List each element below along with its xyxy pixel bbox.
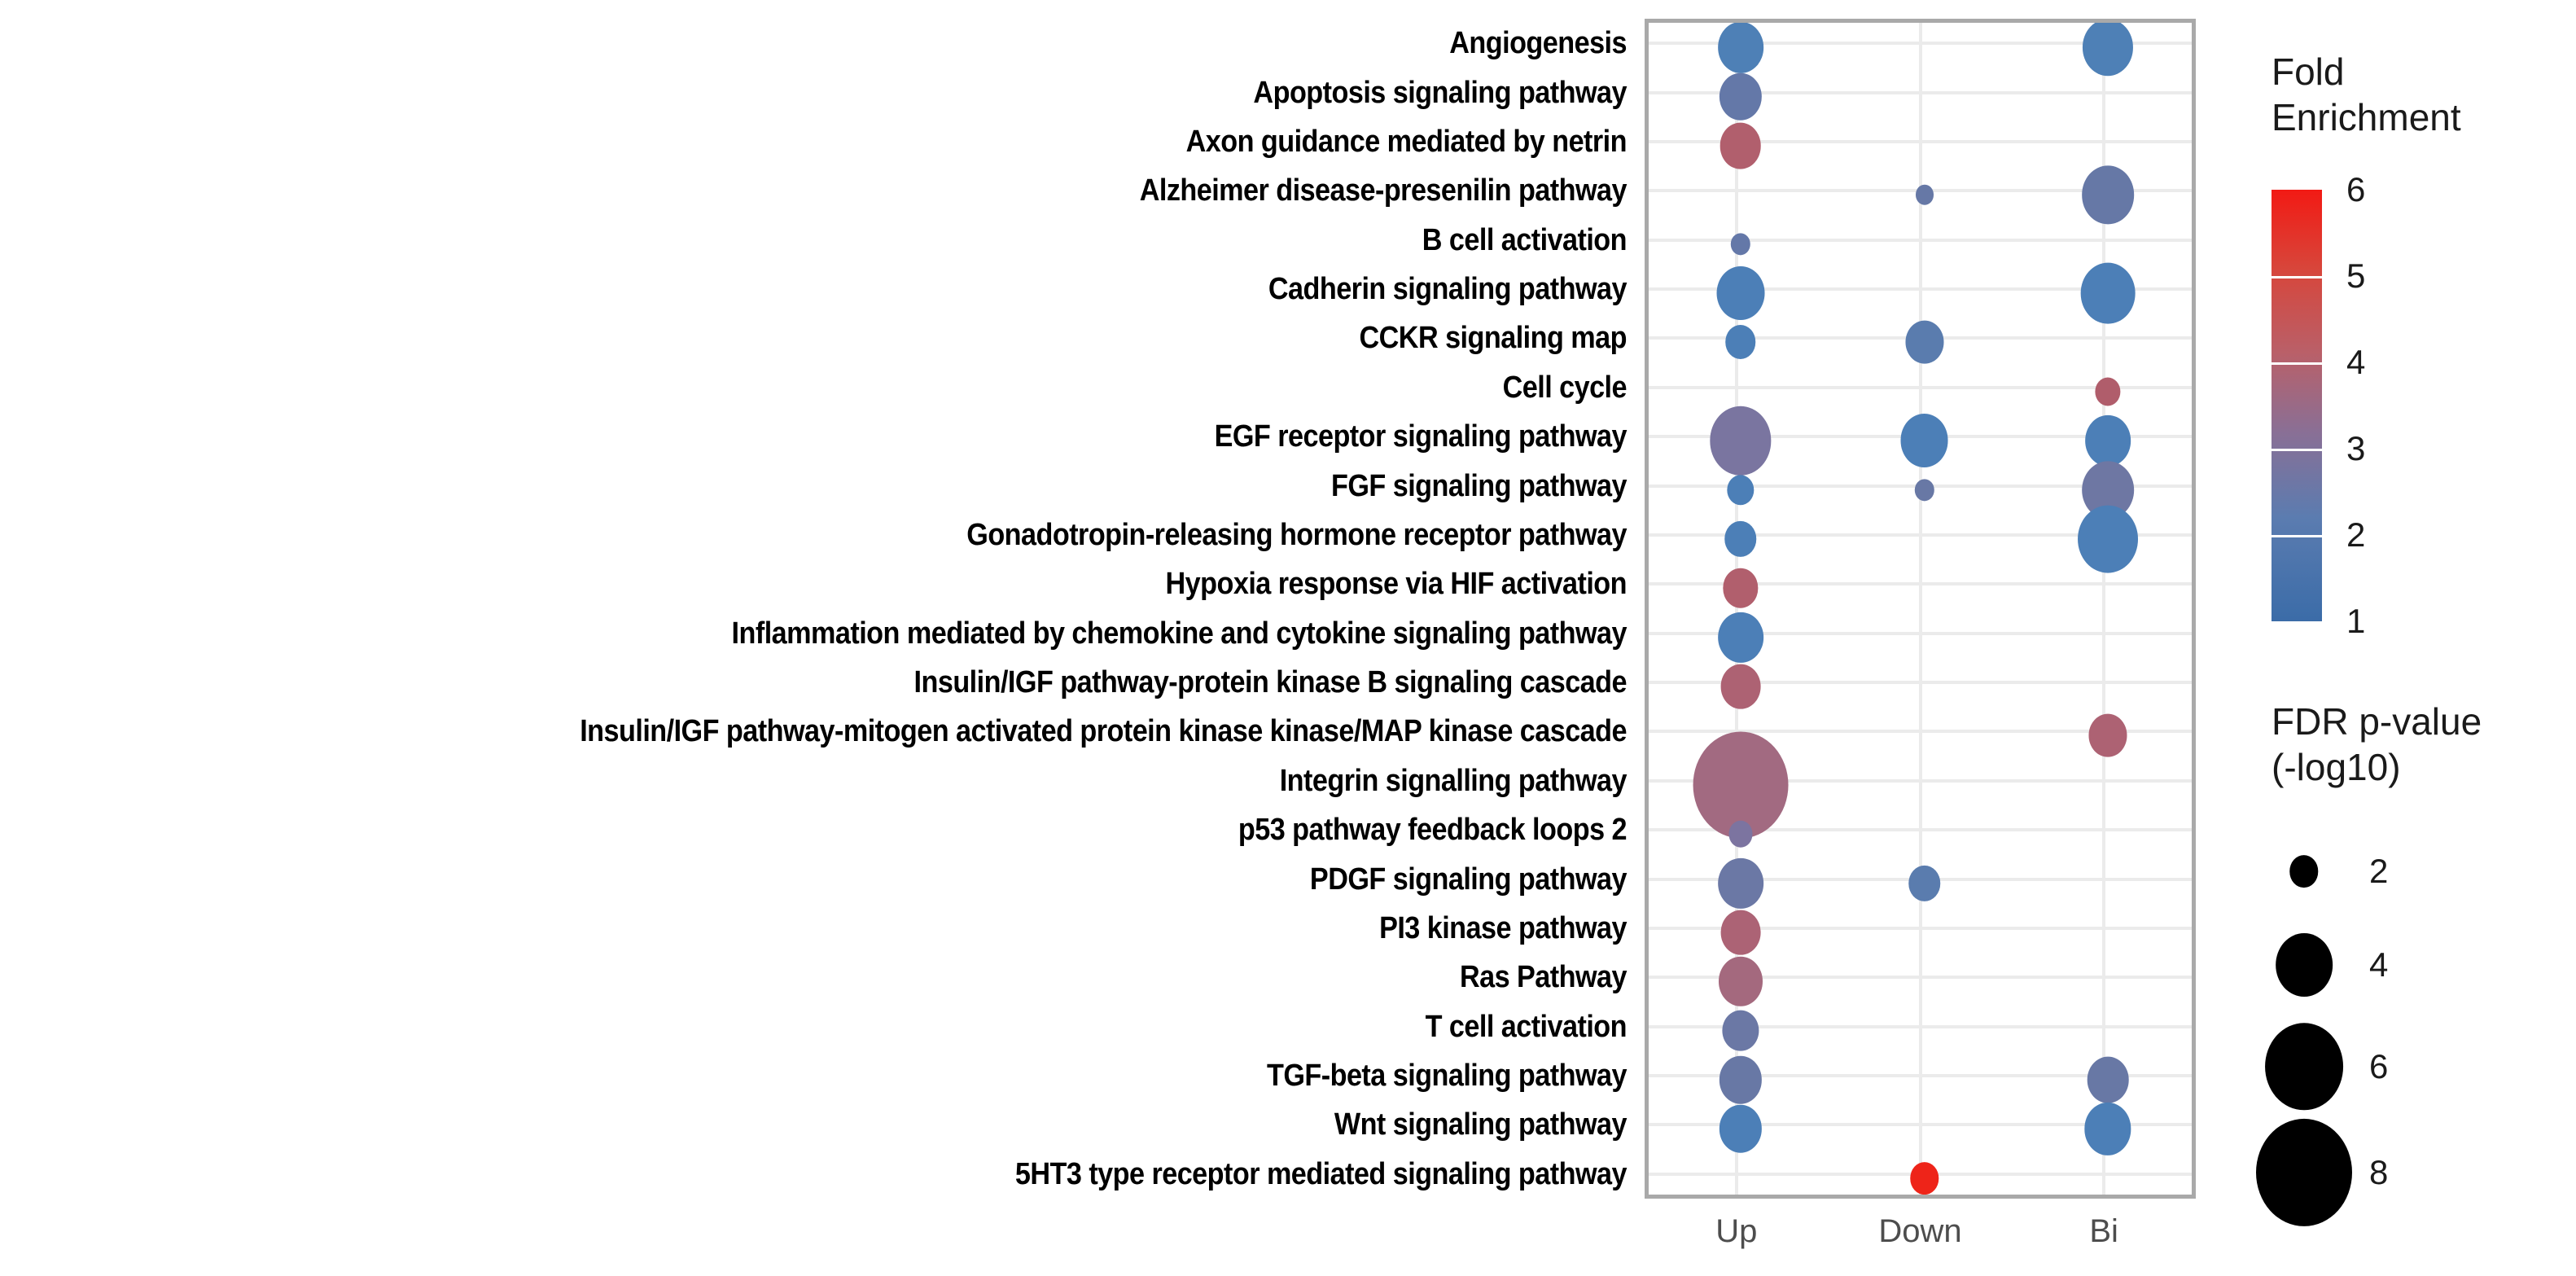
bubble-point: [2078, 505, 2139, 573]
bubble-point: [1693, 731, 1789, 839]
y-axis-label: Alzheimer disease-presenilin pathway: [1139, 173, 1628, 208]
fold-enrichment-title-line2: Enrichment: [2272, 96, 2461, 138]
y-axis-label: Gonadotropin-releasing hormone receptor …: [966, 517, 1627, 552]
y-axis-label: 5HT3 type receptor mediated signaling pa…: [1014, 1156, 1628, 1191]
fdr-legend-dot: [2256, 1118, 2352, 1227]
colorbar-tick-label: 3: [2346, 429, 2366, 467]
y-axis-label: EGF receptor signaling pathway: [1214, 419, 1628, 454]
bubble-point: [1915, 185, 1934, 205]
colorbar-tick-mark: [2272, 276, 2322, 278]
fdr-legend-dot: [2289, 855, 2319, 888]
y-axis-label: FGF signaling pathway: [1331, 468, 1628, 503]
y-axis-label: PI3 kinase pathway: [1379, 910, 1627, 945]
bubble-point: [1900, 414, 1948, 468]
y-axis-label: Insulin/IGF pathway-protein kinase B sig…: [913, 665, 1628, 700]
bubble-point: [2083, 23, 2134, 76]
y-axis-label: Cadherin signaling pathway: [1268, 272, 1628, 307]
bubble-point: [2085, 415, 2131, 467]
colorbar-tick-mark: [2272, 535, 2322, 537]
y-axis-label: Axon guidance mediated by netrin: [1185, 124, 1628, 159]
bubble-point: [1717, 857, 1763, 909]
bubble-point: [1720, 122, 1762, 169]
y-axis-label: TGF-beta signaling pathway: [1266, 1059, 1628, 1094]
fold-enrichment-legend-title: Fold Enrichment: [2272, 49, 2576, 140]
fold-enrichment-title-line1: Fold: [2272, 50, 2345, 93]
bubble-point: [2095, 377, 2121, 406]
fdr-title-line1: FDR p-value: [2272, 700, 2482, 743]
bubble-point: [2082, 165, 2134, 224]
fdr-title-line2: (-log10): [2272, 746, 2401, 788]
x-axis-tick-labels: Up Down Bi: [1645, 1212, 2196, 1261]
bubble-point: [1909, 1161, 1939, 1195]
y-axis-label: Ras Pathway: [1459, 960, 1628, 995]
bubble-point: [2088, 714, 2127, 757]
y-axis-label: Integrin signalling pathway: [1279, 763, 1628, 798]
bubble-point: [1720, 664, 1761, 709]
bubble-point: [1717, 612, 1763, 663]
y-axis-label: Angiogenesis: [1449, 26, 1627, 61]
vertical-gridline: [2102, 23, 2106, 1195]
bubble-point: [1908, 865, 1941, 901]
bubble-point: [1904, 321, 1944, 364]
bubble-point: [1728, 820, 1753, 848]
plot-panel: [1645, 19, 2196, 1199]
colorbar-tick-mark: [2272, 449, 2322, 451]
bubble-point: [1722, 1010, 1759, 1052]
bubble-point: [1710, 406, 1772, 476]
bubble-point: [2087, 1056, 2129, 1103]
x-axis-tick-label: Bi: [2089, 1213, 2118, 1249]
fdr-legend-dot: [2276, 932, 2333, 998]
colorbar-tick-mark: [2272, 362, 2322, 365]
bubble-point: [2080, 262, 2136, 324]
y-axis-label: CCKR signaling map: [1359, 321, 1627, 356]
fdr-legend-label: 4: [2369, 945, 2389, 984]
bubble-point: [1730, 233, 1751, 256]
colorbar-tick-label: 5: [2346, 257, 2366, 295]
y-axis-label: PDGF signaling pathway: [1309, 862, 1628, 897]
colorbar-tick-label: 1: [2346, 602, 2366, 640]
vertical-gridline: [1734, 23, 1738, 1195]
bubble-point: [1719, 72, 1762, 121]
y-axis-label: Insulin/IGF pathway-mitogen activated pr…: [580, 714, 1627, 749]
fdr-legend-label: 8: [2369, 1153, 2389, 1191]
fdr-legend-label: 2: [2369, 852, 2389, 890]
y-axis-label: Apoptosis signaling pathway: [1253, 75, 1627, 110]
fdr-legend-label: 6: [2369, 1047, 2389, 1085]
vertical-gridline: [1918, 23, 1922, 1195]
bubble-point: [1725, 325, 1756, 360]
y-axis-label: Inflammation mediated by chemokine and c…: [731, 616, 1628, 651]
bubble-point: [2084, 1103, 2131, 1155]
bubble-point: [1727, 474, 1755, 506]
bubble-point: [1718, 957, 1763, 1006]
fdr-size-legend-items: 2 4 6 8: [2256, 832, 2576, 1227]
x-axis-tick-label: Down: [1878, 1213, 1962, 1249]
fold-enrichment-colorbar-group: 6 5 4 3 2 1: [2272, 173, 2576, 638]
bubble-point: [1720, 910, 1761, 955]
bubble-point: [1724, 520, 1757, 558]
y-axis-label: T cell activation: [1425, 1009, 1628, 1044]
x-axis-tick-label: Up: [1715, 1213, 1758, 1249]
colorbar-gradient: [2272, 190, 2322, 621]
bubble-point: [1723, 568, 1759, 608]
y-axis-label: Hypoxia response via HIF activation: [1165, 567, 1628, 602]
bubble-point: [1719, 1105, 1762, 1153]
colorbar-tick-label: 2: [2346, 515, 2366, 554]
bubble-point: [1717, 23, 1763, 73]
bubble-point: [1914, 478, 1934, 502]
y-axis-label: B cell activation: [1422, 222, 1628, 257]
bubble-point: [1716, 266, 1765, 321]
bubble-point: [1719, 1055, 1762, 1104]
fdr-legend-title: FDR p-value (-log10): [2272, 699, 2576, 790]
colorbar-tick-label: 6: [2346, 170, 2366, 208]
fdr-legend-dot: [2265, 1023, 2343, 1111]
y-axis-label: Cell cycle: [1502, 370, 1628, 405]
y-axis-label: p53 pathway feedback loops 2: [1238, 813, 1628, 848]
y-axis-label: Wnt signaling pathway: [1334, 1107, 1628, 1142]
colorbar-tick-label: 4: [2346, 343, 2366, 381]
